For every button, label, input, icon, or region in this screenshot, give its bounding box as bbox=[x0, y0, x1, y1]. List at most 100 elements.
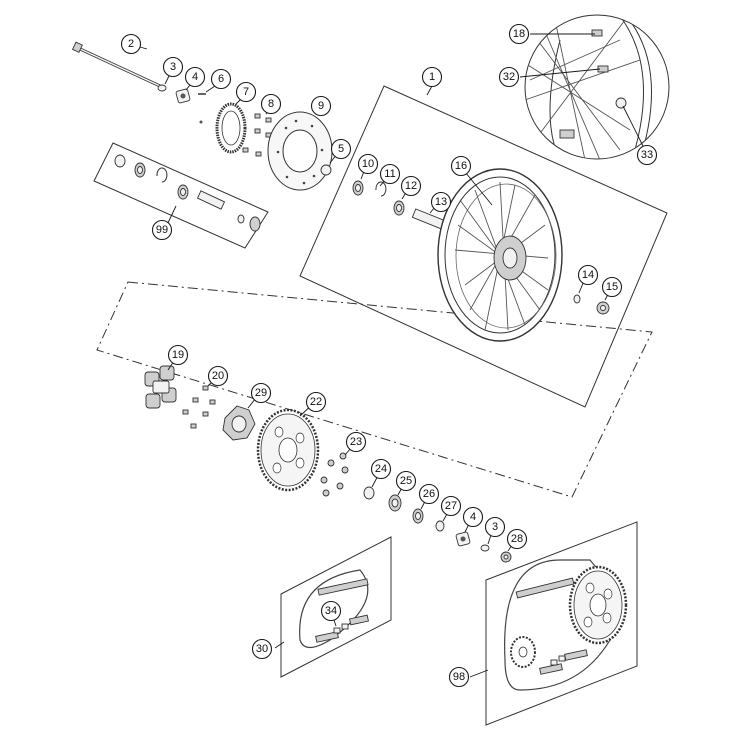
sprocket-nuts-part bbox=[320, 452, 349, 497]
callout-24: 24 bbox=[370, 458, 392, 480]
axle-part bbox=[71, 41, 161, 88]
chain-adjuster-part-2 bbox=[455, 531, 471, 547]
callout-34-label: 34 bbox=[325, 605, 337, 617]
callout-19-label: 19 bbox=[172, 349, 184, 361]
callout-28: 28 bbox=[506, 528, 528, 550]
callout-3-bottom: 3 bbox=[484, 516, 506, 538]
callout-98: 98 bbox=[448, 666, 470, 688]
wheel-spacer-part bbox=[573, 294, 581, 304]
axle-nut-part bbox=[500, 551, 512, 563]
callout-5-label: 5 bbox=[338, 143, 344, 155]
callout-3-top: 3 bbox=[162, 56, 184, 78]
callout-11: 11 bbox=[379, 163, 401, 185]
callout-20: 20 bbox=[207, 365, 229, 387]
callout-9-label: 9 bbox=[318, 100, 324, 112]
disc-bolts-part bbox=[242, 113, 272, 157]
callout-29-label: 29 bbox=[255, 387, 267, 399]
callout-20-label: 20 bbox=[212, 370, 224, 382]
callout-19: 19 bbox=[167, 344, 189, 366]
brake-disc-part bbox=[267, 111, 333, 191]
callout-28-label: 28 bbox=[511, 533, 523, 545]
chain-sprocket-kit-parts bbox=[504, 559, 628, 691]
callout-1: 1 bbox=[421, 66, 443, 88]
wheel-bearing-parts bbox=[352, 180, 448, 231]
callout-7-label: 7 bbox=[243, 86, 249, 98]
callout-7: 7 bbox=[235, 81, 257, 103]
callout-2-label: 2 bbox=[128, 38, 134, 50]
callout-33-label: 33 bbox=[641, 149, 653, 161]
callout-27-label: 27 bbox=[445, 500, 457, 512]
callout-4-bottom-label: 4 bbox=[470, 511, 476, 523]
washer-part-2 bbox=[480, 544, 490, 552]
callout-10-label: 10 bbox=[362, 158, 374, 170]
small-screw-part bbox=[199, 120, 203, 124]
callout-98-label: 98 bbox=[453, 671, 465, 683]
callout-1-label: 1 bbox=[429, 71, 435, 83]
callout-4-top: 4 bbox=[184, 66, 206, 88]
rubber-damper-part bbox=[144, 365, 177, 409]
bearing-kit-parts bbox=[114, 154, 261, 232]
callout-18-label: 18 bbox=[513, 28, 525, 40]
callout-29: 29 bbox=[250, 382, 272, 404]
callout-6: 6 bbox=[210, 68, 232, 90]
rear-wheel-part bbox=[437, 168, 563, 342]
callout-14: 14 bbox=[577, 264, 599, 286]
callout-15: 15 bbox=[601, 276, 623, 298]
carrier-spacer-part-2 bbox=[435, 520, 445, 532]
chain-adjuster-part bbox=[175, 88, 191, 104]
callout-33: 33 bbox=[636, 144, 658, 166]
wheel-nut-part bbox=[596, 301, 610, 315]
callout-2: 2 bbox=[120, 33, 142, 55]
callout-11-label: 11 bbox=[384, 168, 395, 180]
callout-3-bottom-label: 3 bbox=[492, 521, 498, 533]
callout-3-top-label: 3 bbox=[170, 61, 176, 73]
chain-part bbox=[299, 569, 369, 649]
spacer-part bbox=[320, 164, 332, 176]
callout-4-top-label: 4 bbox=[192, 71, 198, 83]
callout-24-label: 24 bbox=[375, 463, 387, 475]
callout-30: 30 bbox=[251, 638, 273, 660]
callout-6-label: 6 bbox=[218, 73, 224, 85]
callout-23: 23 bbox=[345, 431, 367, 453]
callout-30-label: 30 bbox=[256, 643, 268, 655]
callout-22-label: 22 bbox=[310, 396, 322, 408]
callout-12-label: 12 bbox=[405, 180, 417, 192]
callout-9: 9 bbox=[310, 95, 332, 117]
spoke-nipple-detail-view bbox=[524, 14, 670, 160]
callout-32: 32 bbox=[498, 66, 520, 88]
callout-16: 16 bbox=[450, 155, 472, 177]
callout-99: 99 bbox=[151, 219, 173, 241]
callout-5: 5 bbox=[330, 138, 352, 160]
rear-sprocket-part bbox=[256, 408, 320, 492]
callout-22: 22 bbox=[305, 391, 327, 413]
washer-part bbox=[157, 84, 167, 92]
callout-34: 34 bbox=[320, 600, 342, 622]
callout-27: 27 bbox=[440, 495, 462, 517]
carrier-bearing-part bbox=[388, 494, 402, 512]
callout-8: 8 bbox=[260, 93, 282, 115]
callout-16-label: 16 bbox=[455, 160, 467, 172]
callout-99-label: 99 bbox=[156, 224, 168, 236]
callout-13: 13 bbox=[430, 191, 452, 213]
callout-12: 12 bbox=[400, 175, 422, 197]
sprocket-carrier-part bbox=[222, 405, 256, 441]
abs-sensor-ring-part bbox=[215, 102, 247, 154]
callout-25-label: 25 bbox=[400, 475, 412, 487]
callout-10: 10 bbox=[357, 153, 379, 175]
callout-26-label: 26 bbox=[423, 488, 435, 500]
callout-18: 18 bbox=[508, 23, 530, 45]
sprocket-carrier-group-outline bbox=[96, 281, 653, 498]
callout-25: 25 bbox=[395, 470, 417, 492]
callout-23-label: 23 bbox=[350, 436, 362, 448]
callout-8-label: 8 bbox=[268, 98, 274, 110]
shaft-seal-part bbox=[412, 508, 424, 524]
callout-4-bottom: 4 bbox=[462, 506, 484, 528]
callout-13-label: 13 bbox=[435, 196, 447, 208]
callout-26: 26 bbox=[418, 483, 440, 505]
callout-15-label: 15 bbox=[606, 281, 618, 293]
callout-32-label: 32 bbox=[503, 71, 515, 83]
carrier-bolts-part bbox=[182, 385, 216, 429]
carrier-spacer-part bbox=[363, 486, 375, 500]
callout-14-label: 14 bbox=[582, 269, 594, 281]
